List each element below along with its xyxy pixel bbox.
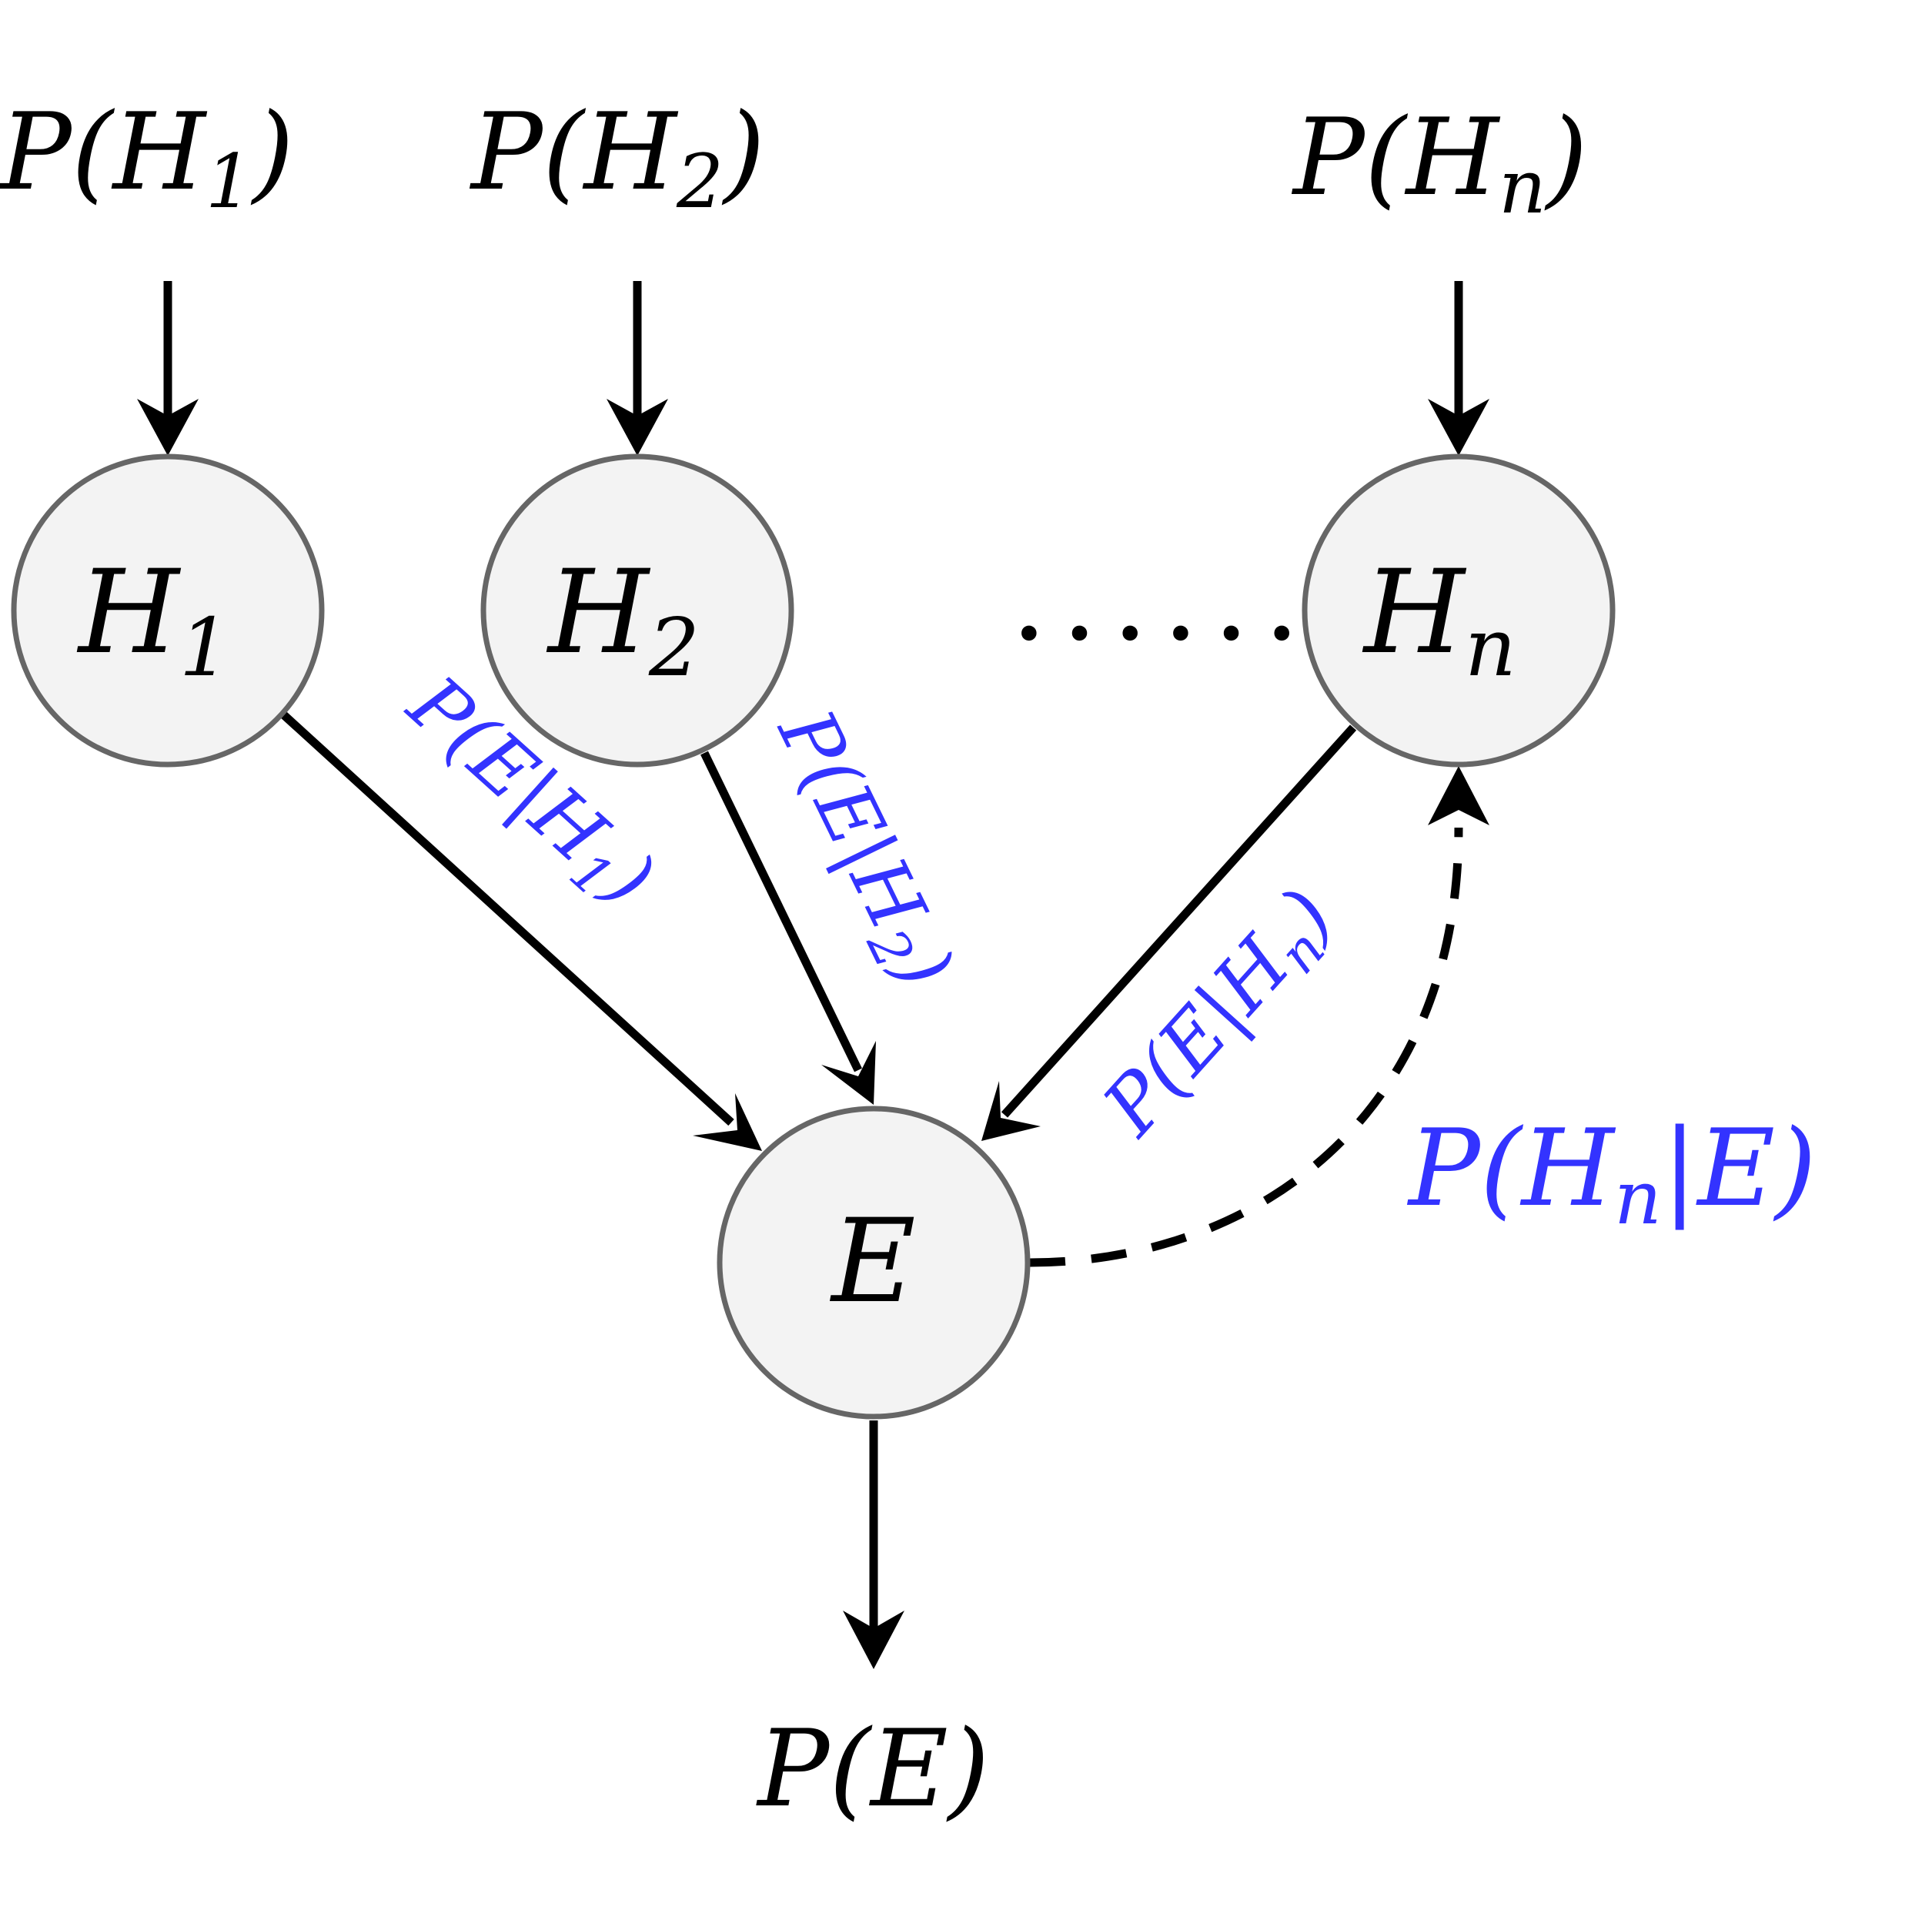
likelihood-label-h2: P(E|H2)	[753, 694, 971, 1005]
edge-h1-to-e	[280, 711, 762, 1151]
prior-arrow-h1	[137, 281, 199, 456]
prior-label-hn: P(Hn)	[1291, 95, 1588, 230]
svg-text:H2: H2	[546, 546, 700, 694]
node-h2: H2	[480, 453, 794, 768]
prior-label-h1: P(H1)	[0, 90, 294, 225]
posterior-label: P(Hn|E)	[1406, 1106, 1817, 1241]
posterior-arrow	[1029, 766, 1489, 1267]
prior-label-h2: P(H2)	[469, 90, 765, 225]
svg-text:H1: H1	[76, 546, 230, 694]
svg-text:E: E	[829, 1195, 916, 1329]
node-hn: Hn	[1302, 453, 1616, 768]
evidence-label: P(E)	[755, 1707, 989, 1831]
likelihood-label-hn: P(E|Hn)	[1085, 872, 1358, 1159]
prior-arrow-hn	[1428, 281, 1489, 456]
edge-h2-to-e	[700, 751, 876, 1105]
svg-text:Hn: Hn	[1362, 546, 1516, 694]
evidence-arrow	[843, 1420, 904, 1669]
node-h1: H1	[11, 453, 325, 768]
node-e: E	[717, 1106, 1031, 1420]
ellipsis: ......	[1011, 533, 1314, 667]
prior-arrow-h2	[607, 281, 668, 456]
edge-hn-to-e	[981, 724, 1357, 1141]
